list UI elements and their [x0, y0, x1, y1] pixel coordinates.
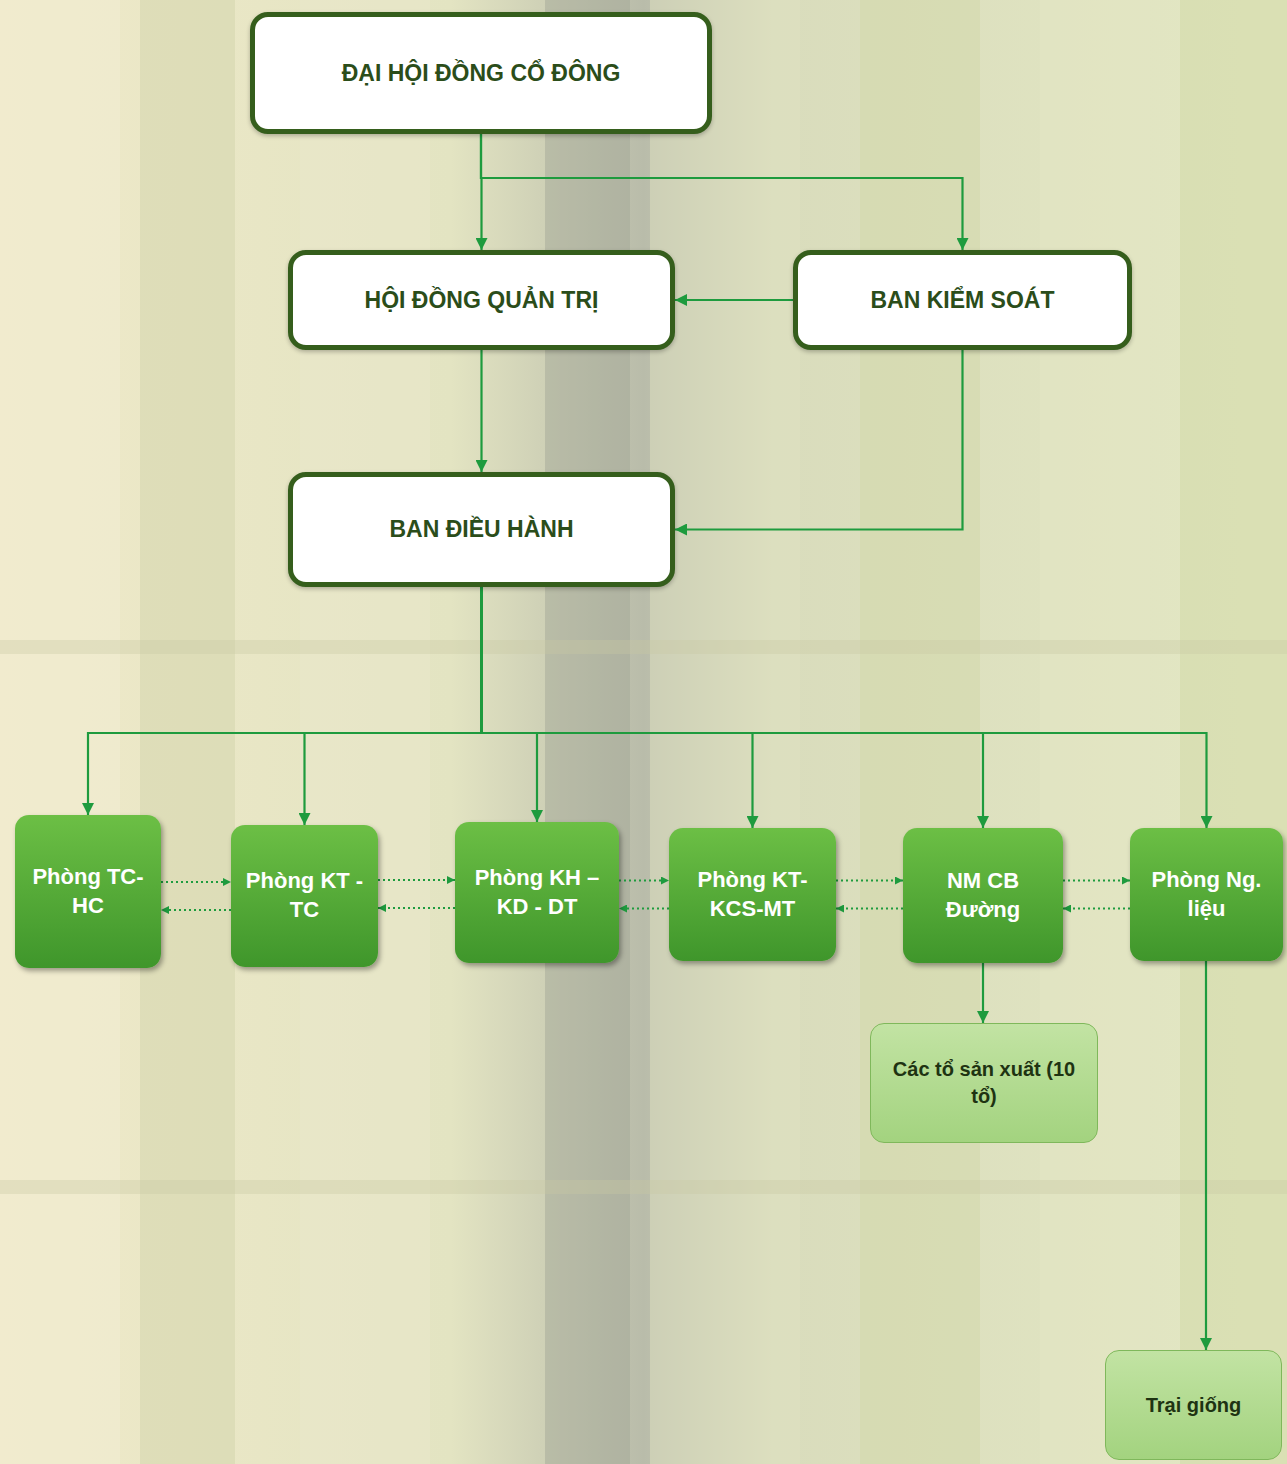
coordination-arrow: [619, 880, 669, 882]
node-label: Phòng KT - TC: [239, 867, 370, 924]
coordination-arrow: [619, 908, 669, 910]
reporting-arrow: [481, 134, 963, 250]
reporting-arrow: [482, 587, 1207, 828]
governance-box: ĐẠI HỘI ĐỒNG CỔ ĐÔNG: [250, 12, 712, 134]
node-label: ĐẠI HỘI ĐỒNG CỔ ĐÔNG: [269, 59, 693, 88]
unit-box: Trại giống: [1105, 1350, 1282, 1460]
connector-layer: [88, 134, 1207, 1350]
coordination-arrow: [161, 881, 231, 883]
node-label: Phòng Ng. liệu: [1138, 866, 1275, 923]
reporting-arrow: [482, 587, 753, 828]
department-box: Phòng Ng. liệu: [1130, 828, 1283, 961]
reporting-arrow: [480, 350, 482, 472]
department-box: NM CB Đường: [903, 828, 1063, 963]
coordination-arrow: [1063, 908, 1130, 910]
department-box: Phòng TC- HC: [15, 815, 161, 968]
coordination-arrow: [836, 908, 903, 910]
department-box: Phòng KH – KD - DT: [455, 822, 619, 963]
department-box: Phòng KT - TC: [231, 825, 378, 967]
coordination-arrow: [161, 909, 231, 911]
governance-box: BAN KIỂM SOÁT: [793, 250, 1132, 350]
node-label: Phòng KT-KCS-MT: [677, 866, 828, 923]
unit-box: Các tổ sản xuất (10 tổ): [870, 1023, 1098, 1143]
node-label: HỘI ĐỒNG QUẢN TRỊ: [307, 286, 656, 315]
node-label: BAN KIỂM SOÁT: [812, 286, 1113, 315]
reporting-arrow: [1205, 961, 1207, 1350]
reporting-arrow: [88, 587, 482, 815]
node-label: Phòng TC- HC: [23, 863, 153, 920]
coordination-arrow: [378, 907, 455, 909]
node-label: NM CB Đường: [911, 867, 1055, 924]
coordination-arrow: [836, 880, 903, 882]
coordination-arrow: [378, 879, 455, 881]
coordination-arrow: [1063, 880, 1130, 882]
node-label: Trại giống: [1116, 1392, 1271, 1419]
reporting-arrow: [675, 299, 793, 301]
reporting-arrow: [482, 587, 984, 828]
reporting-arrow: [305, 587, 482, 825]
governance-box: HỘI ĐỒNG QUẢN TRỊ: [288, 250, 675, 350]
governance-box: BAN ĐIỀU HÀNH: [288, 472, 675, 587]
node-label: Các tổ sản xuất (10 tổ): [881, 1056, 1087, 1110]
reporting-arrow: [675, 350, 963, 530]
node-label: BAN ĐIỀU HÀNH: [307, 515, 656, 544]
reporting-arrow: [982, 963, 984, 1023]
node-label: Phòng KH – KD - DT: [463, 864, 611, 921]
department-box: Phòng KT-KCS-MT: [669, 828, 836, 961]
reporting-arrow: [482, 587, 538, 822]
